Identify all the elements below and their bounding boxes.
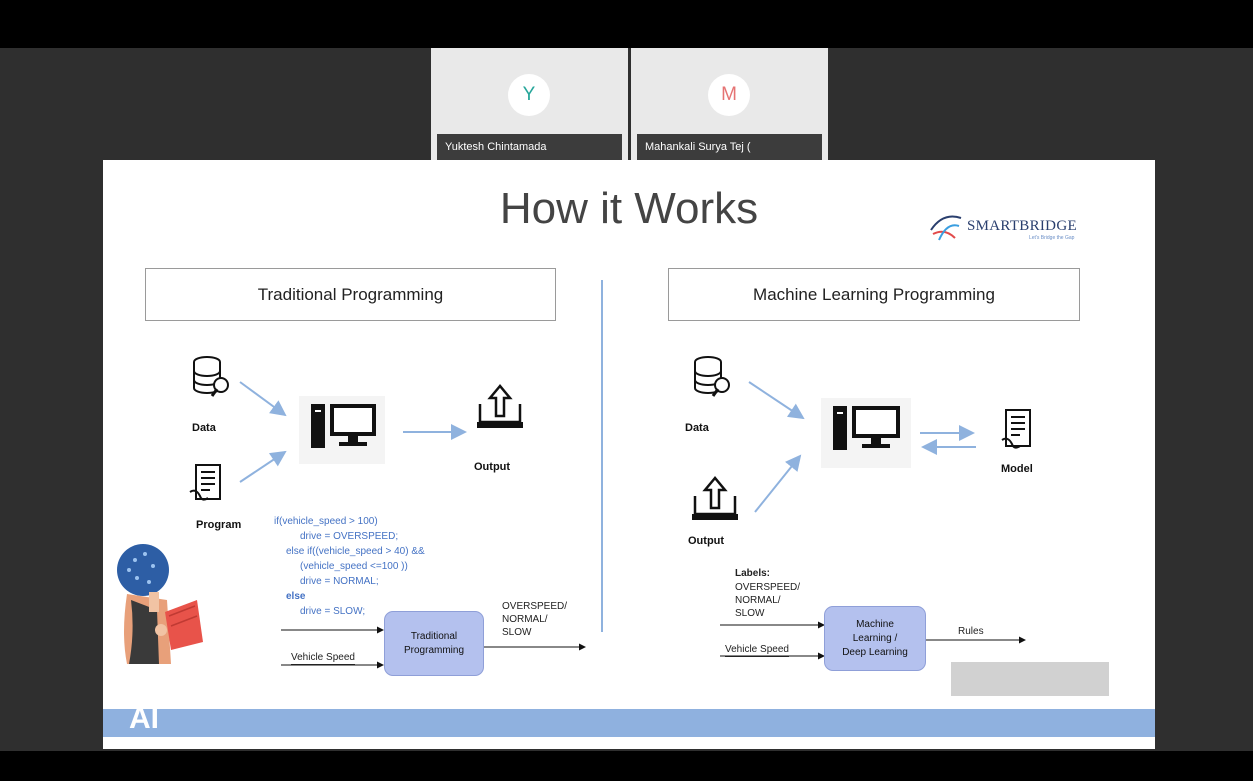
data-label: Data <box>192 422 216 434</box>
code-line: else <box>286 591 306 602</box>
computer-icon <box>299 396 385 464</box>
labels-values: OVERSPEED/ NORMAL/ SLOW <box>735 582 801 619</box>
ml-deep-learning-box: Machine Learning / Deep Learning <box>824 606 926 671</box>
ml-heading-box: Machine Learning Programming <box>668 268 1080 321</box>
code-line: (vehicle_speed <=100 )) <box>300 561 408 572</box>
participant-tile-2[interactable]: M Mahankali Surya Tej ( <box>631 48 828 160</box>
program-label: Program <box>196 519 242 531</box>
traditional-programming-box: Traditional Programming <box>384 611 484 676</box>
participant-name: Mahankali Surya Tej ( <box>637 134 822 160</box>
participant-tile-1[interactable]: Y Yuktesh Chintamada <box>431 48 628 160</box>
vehicle-speed-label: Vehicle Speed <box>291 652 355 665</box>
labels-title: Labels: <box>735 568 771 579</box>
code-line: drive = NORMAL; <box>300 576 379 587</box>
computer-icon <box>821 398 911 468</box>
arrow-program-to-computer <box>239 450 287 483</box>
code-line: if(vehicle_speed > 100) <box>274 516 378 527</box>
output-upload-icon <box>692 476 738 520</box>
reading-person-illustration <box>117 544 203 664</box>
participant-avatar: M <box>708 74 750 116</box>
shared-slide: How it Works SMARTBRIDGE Let's Bridge th… <box>103 160 1155 749</box>
ml-vehicle-speed-label: Vehicle Speed <box>725 644 789 657</box>
output-label: Output <box>474 461 511 473</box>
logo-brand: SMARTBRIDGE <box>967 218 1077 234</box>
grey-placeholder-box <box>951 662 1109 696</box>
slide-footer-bar <box>103 709 1155 737</box>
footer-ai-text: AI <box>129 702 159 735</box>
code-line: drive = SLOW; <box>300 606 366 617</box>
arrow-ml-output-to-computer <box>754 454 802 513</box>
ml-data-label: Data <box>685 422 709 434</box>
traditional-heading-box: Traditional Programming <box>145 268 556 321</box>
smartbridge-logo: SMARTBRIDGE Let's Bridge the Gap <box>925 206 1090 246</box>
arrow-ml-data-to-computer <box>748 381 805 420</box>
code-line: else if((vehicle_speed > 40) && <box>286 546 425 557</box>
logo-tagline: Let's Bridge the Gap <box>1029 235 1075 241</box>
participant-name: Yuktesh Chintamada <box>437 134 622 160</box>
program-document-icon <box>189 464 221 501</box>
model-document-icon <box>1001 409 1031 449</box>
database-icon <box>694 356 730 397</box>
vertical-divider <box>601 280 603 632</box>
traditional-output-values: OVERSPEED/ NORMAL/ SLOW <box>502 601 568 638</box>
participant-avatar: Y <box>508 74 550 116</box>
pseudo-code-block: if(vehicle_speed > 100) drive = OVERSPEE… <box>274 514 425 619</box>
rules-label: Rules <box>958 626 984 637</box>
code-line: drive = OVERSPEED; <box>300 531 399 542</box>
output-upload-icon <box>477 384 523 428</box>
slide-title: How it Works <box>499 184 759 233</box>
ml-output-label: Output <box>688 535 725 547</box>
arrow-data-to-computer <box>239 381 287 417</box>
diagram-arrows <box>239 381 1026 669</box>
database-icon <box>193 356 229 397</box>
smartbridge-swirl-icon <box>930 215 962 241</box>
model-label: Model <box>1001 463 1033 475</box>
